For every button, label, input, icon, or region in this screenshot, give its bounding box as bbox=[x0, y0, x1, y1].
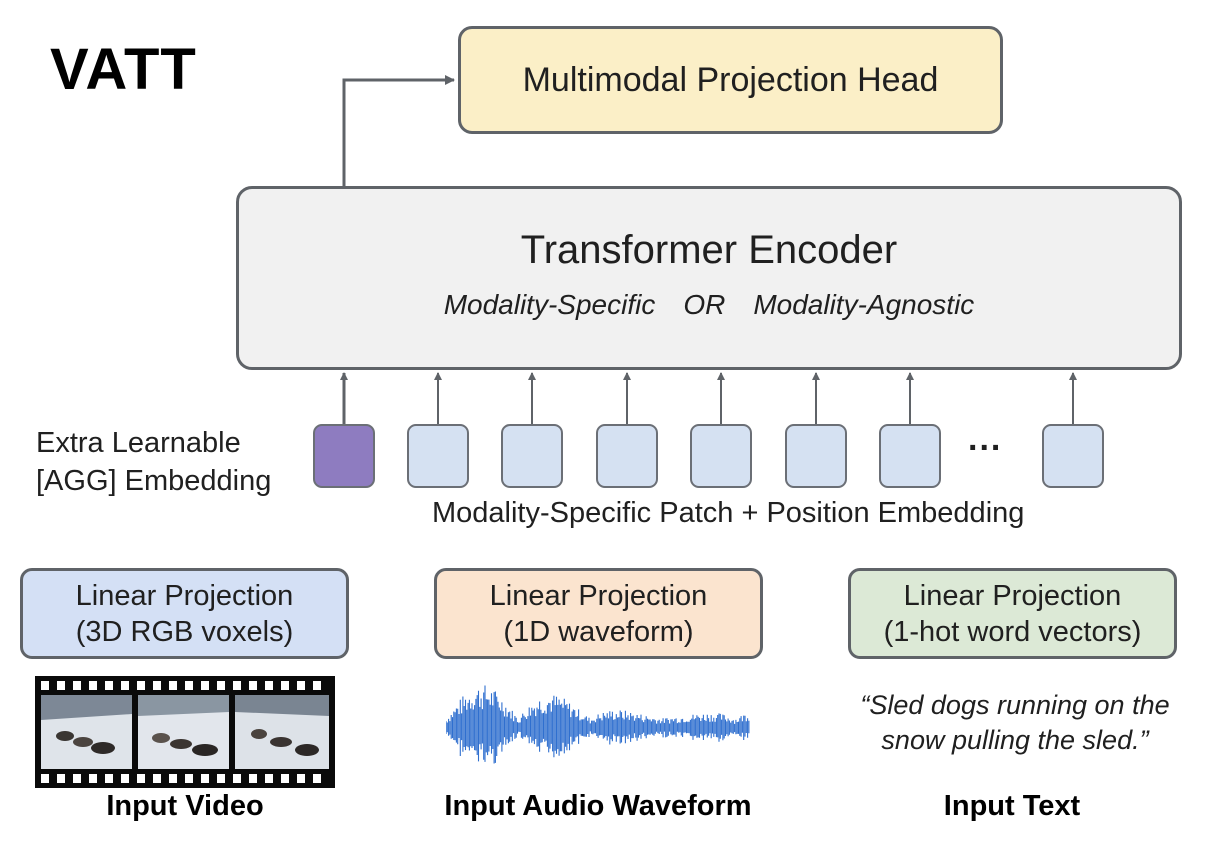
encoder-option-agnostic: Modality-Agnostic bbox=[753, 288, 975, 320]
audio-waveform-image bbox=[446, 685, 750, 764]
video-frame bbox=[41, 695, 132, 769]
agg-embedding-label: Extra Learnable [AGG] Embedding bbox=[36, 424, 271, 500]
diagram-title: VATT bbox=[50, 37, 197, 102]
agg-to-head-arrow bbox=[342, 75, 455, 186]
film-perforations bbox=[41, 681, 321, 783]
projection-head-label: Multimodal Projection Head bbox=[522, 60, 939, 99]
patch-token bbox=[690, 424, 752, 488]
input-audio-caption: Input Audio Waveform bbox=[444, 790, 752, 822]
waveform-trace bbox=[446, 685, 750, 764]
audio-linear-projection: Linear Projection (1D waveform) bbox=[434, 568, 763, 659]
multimodal-projection-head: Multimodal Projection Head bbox=[458, 26, 1003, 134]
patch-token bbox=[879, 424, 941, 488]
video-proj-line1: Linear Projection bbox=[75, 579, 294, 612]
audio-proj-line2: (1D waveform) bbox=[503, 615, 694, 648]
video-proj-line2: (3D RGB voxels) bbox=[75, 615, 294, 648]
patch-token bbox=[785, 424, 847, 488]
text-proj-line1: Linear Projection bbox=[903, 579, 1122, 612]
audio-proj-line1: Linear Projection bbox=[489, 579, 708, 612]
encoder-title: Transformer Encoder bbox=[520, 227, 898, 272]
patch-embedding-label: Modality-Specific Patch + Position Embed… bbox=[432, 497, 1025, 529]
video-filmstrip-image bbox=[35, 676, 335, 788]
token-ellipsis: ... bbox=[968, 420, 1003, 458]
patch-token bbox=[1042, 424, 1104, 488]
encoder-or: OR bbox=[683, 288, 726, 320]
input-video-caption: Input Video bbox=[106, 790, 264, 822]
input-text-caption: Input Text bbox=[943, 790, 1081, 822]
text-proj-line2: (1-hot word vectors) bbox=[883, 615, 1142, 648]
agg-label-line1: Extra Learnable bbox=[36, 427, 241, 459]
agg-label-line2: [AGG] Embedding bbox=[36, 465, 272, 497]
input-text-quote: “Sled dogs running on the snow pulling t… bbox=[830, 688, 1200, 758]
agg-token bbox=[313, 424, 375, 488]
encoder-option-specific: Modality-Specific bbox=[443, 288, 656, 320]
text-linear-projection: Linear Projection (1-hot word vectors) bbox=[848, 568, 1177, 659]
patch-token bbox=[407, 424, 469, 488]
quote-line2: snow pulling the sled.” bbox=[881, 725, 1149, 755]
encoder-subtitle: Modality-Specific OR Modality-Agnostic bbox=[430, 289, 989, 321]
video-frame bbox=[235, 695, 329, 769]
patch-token bbox=[501, 424, 563, 488]
quote-line1: “Sled dogs running on the bbox=[860, 690, 1170, 720]
video-linear-projection: Linear Projection (3D RGB voxels) bbox=[20, 568, 349, 659]
patch-token bbox=[596, 424, 658, 488]
video-frame bbox=[138, 695, 229, 769]
